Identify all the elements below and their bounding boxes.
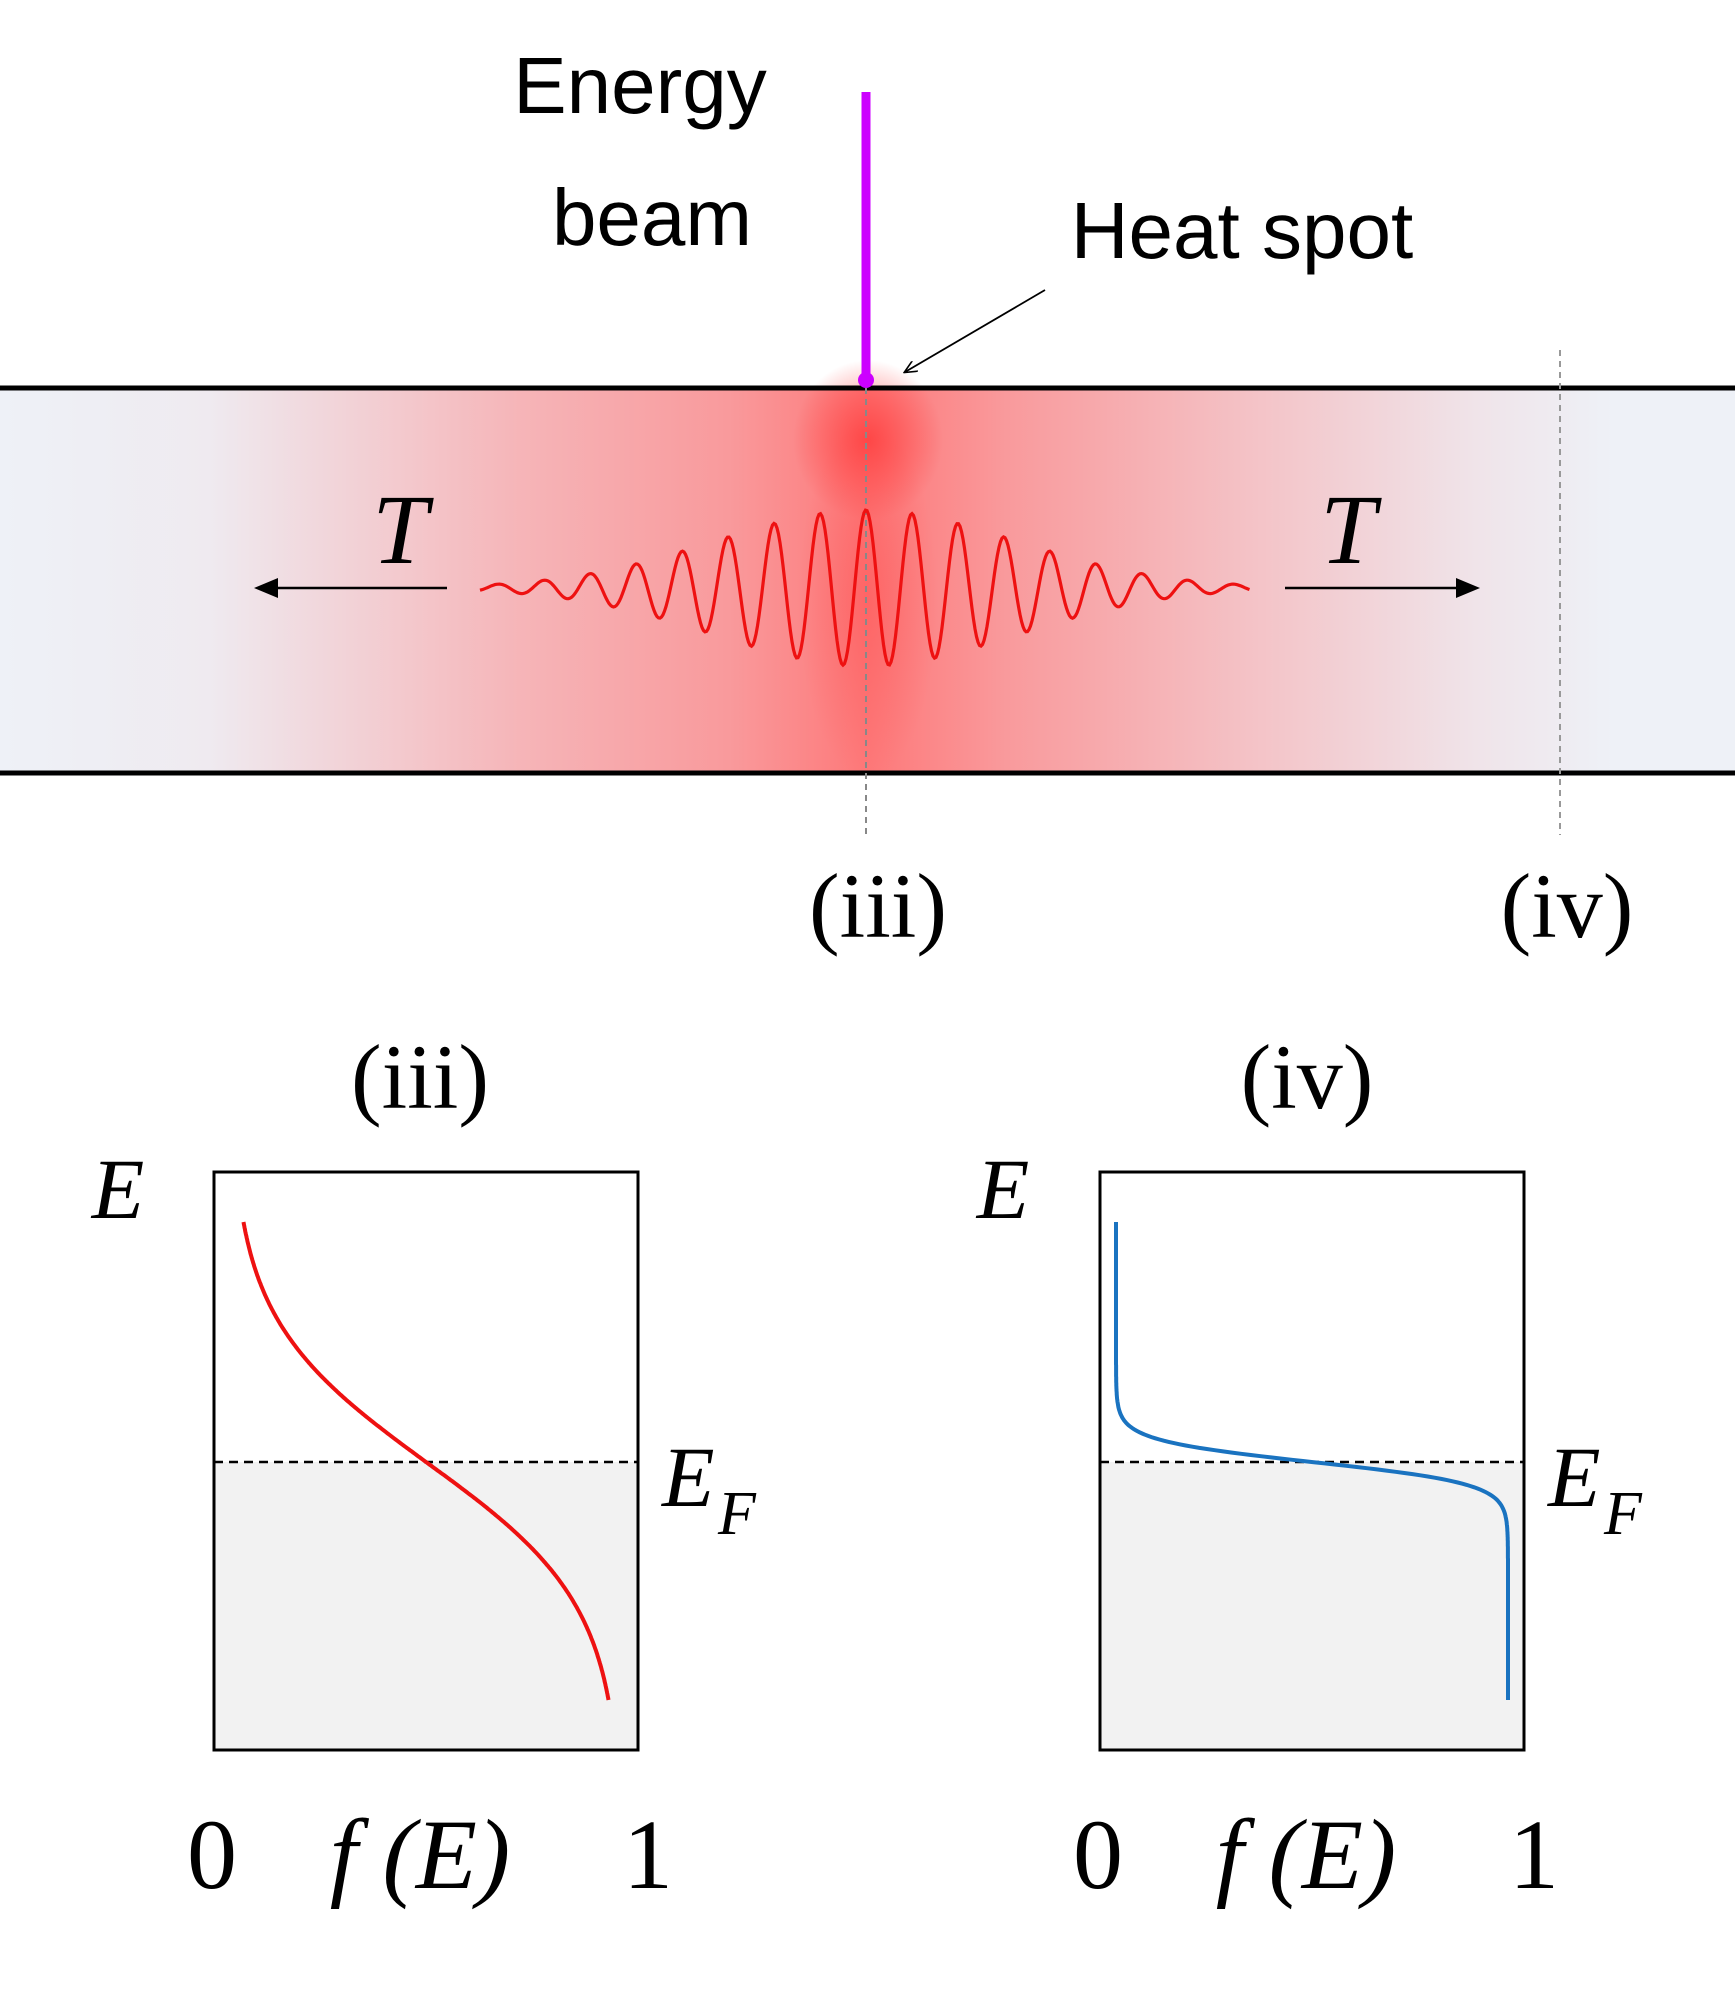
panel-iv-x-min: 0 bbox=[1073, 1799, 1123, 1910]
panel-iii-filled-states bbox=[214, 1462, 638, 1750]
panel-iv: (iv) E E F 0 f (E) 1 bbox=[975, 1026, 1643, 1910]
panel-iii-fermi-subscript: F bbox=[717, 1480, 757, 1548]
panel-iv-fermi-subscript: F bbox=[1603, 1480, 1643, 1548]
right-thermal-arrowhead bbox=[1456, 578, 1480, 598]
panel-iv-filled-states bbox=[1100, 1462, 1524, 1750]
panel-iii-x-label: f (E) bbox=[330, 1799, 510, 1910]
panel-iv-fermi-label: E bbox=[1546, 1429, 1601, 1525]
panel-iii-title: (iii) bbox=[351, 1026, 489, 1128]
panel-iv-x-label: f (E) bbox=[1216, 1799, 1396, 1910]
energy-beam-label-line2: beam bbox=[552, 173, 752, 262]
panel-iii-fermi-label: E bbox=[660, 1429, 715, 1525]
panel-iv-title: (iv) bbox=[1241, 1026, 1374, 1128]
panel-iii-frame bbox=[212, 1170, 640, 1752]
left-thermal-arrowhead bbox=[254, 578, 278, 598]
phonon-wave-packet bbox=[479, 508, 1251, 668]
panel-iv-energy-axis-label: E bbox=[975, 1141, 1030, 1237]
heat-spot-arrow bbox=[905, 289, 1046, 372]
position-label-iii: (iii) bbox=[809, 855, 947, 957]
panel-iii-fermi-dirac-curve bbox=[241, 1221, 611, 1701]
panel-iii-energy-axis-label: E bbox=[90, 1141, 145, 1237]
temperature-label-right: T bbox=[1320, 474, 1382, 585]
panel-iii: (iii) E E F 0 f (E) 1 bbox=[90, 1026, 757, 1910]
panel-iii-x-min: 0 bbox=[187, 1799, 237, 1910]
temperature-label-left: T bbox=[372, 474, 434, 585]
panel-iv-fermi-dirac-curve bbox=[1114, 1222, 1510, 1700]
heat-spot-dot bbox=[858, 372, 874, 388]
heat-spot-label: Heat spot bbox=[1071, 186, 1413, 275]
panel-iii-x-max: 1 bbox=[623, 1799, 673, 1910]
energy-beam-label-line1: Energy bbox=[513, 41, 766, 130]
position-label-iv: (iv) bbox=[1501, 855, 1634, 957]
panel-iv-x-max: 1 bbox=[1509, 1799, 1559, 1910]
panel-iv-frame bbox=[1098, 1170, 1526, 1752]
heat-core-glow bbox=[798, 420, 938, 780]
